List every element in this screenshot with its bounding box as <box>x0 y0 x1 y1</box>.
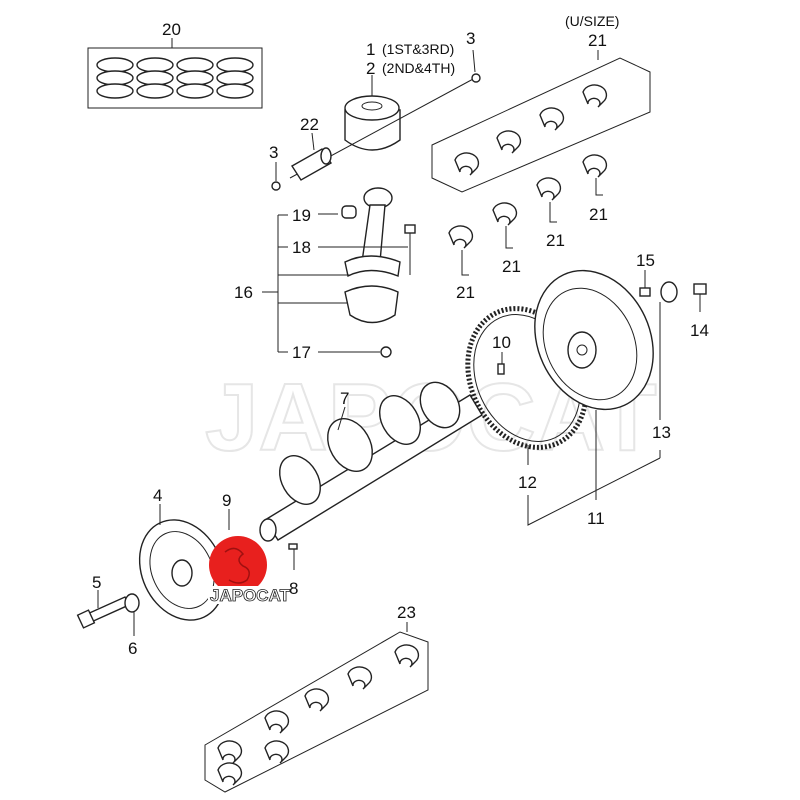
callout-3a: 3 <box>466 29 475 48</box>
callout-1: 1 <box>366 40 375 59</box>
pulley-bolt[interactable] <box>76 596 130 629</box>
main-bearing-set[interactable] <box>431 57 651 276</box>
flywheel-bolt[interactable] <box>693 283 707 312</box>
callout-16: 16 <box>234 283 253 302</box>
thrust-bearing-set[interactable] <box>204 631 429 793</box>
callout-23: 23 <box>397 603 416 622</box>
callout-21c: 21 <box>546 231 565 250</box>
callout-15: 15 <box>636 251 655 270</box>
callout-11: 11 <box>587 509 605 528</box>
callout-3b: 3 <box>269 143 278 162</box>
callout-4: 4 <box>153 486 162 505</box>
pilot-bearing[interactable] <box>660 281 678 303</box>
callout-usize: (U/SIZE) <box>565 13 619 29</box>
rod-nut[interactable] <box>380 346 392 358</box>
snap-ring[interactable] <box>471 73 481 83</box>
callout-21e: 21 <box>456 283 475 302</box>
callout-5: 5 <box>92 573 101 592</box>
callout-2: 2 <box>366 59 375 78</box>
callout-8: 8 <box>289 579 298 598</box>
dowel-pin[interactable] <box>639 287 651 297</box>
callout-22: 22 <box>300 115 319 134</box>
crankshaft-pulley[interactable] <box>124 506 240 634</box>
callout-7: 7 <box>340 389 349 408</box>
callout-12: 12 <box>518 473 537 492</box>
callout-1-note: (1ST&3RD) <box>382 41 454 57</box>
japocat-logo: JAPOCAT <box>208 536 291 605</box>
key[interactable] <box>288 543 298 550</box>
piston-rings-set[interactable] <box>87 47 263 109</box>
callout-17: 17 <box>292 343 311 362</box>
dowel-pin[interactable] <box>497 363 505 375</box>
callout-21b: 21 <box>589 205 608 224</box>
snap-ring[interactable] <box>271 181 281 191</box>
crankshaft[interactable] <box>259 375 483 542</box>
bushing[interactable] <box>341 205 357 219</box>
washer[interactable] <box>124 593 140 613</box>
callout-18: 18 <box>292 238 311 257</box>
callout-20: 20 <box>162 20 181 39</box>
connecting-rod[interactable] <box>344 187 416 324</box>
callout-19: 19 <box>292 206 311 225</box>
callout-21d: 21 <box>502 257 521 276</box>
callout-21a: 21 <box>588 31 607 50</box>
flywheel[interactable] <box>513 251 675 429</box>
callout-14: 14 <box>690 321 709 340</box>
callout-10: 10 <box>492 333 511 352</box>
callout-6: 6 <box>128 639 137 658</box>
logo-text: JAPOCAT <box>210 586 291 605</box>
callout-2-note: (2ND&4TH) <box>382 60 455 76</box>
callout-13: 13 <box>652 423 671 442</box>
piston-pin[interactable] <box>291 147 332 181</box>
callout-9: 9 <box>222 491 231 510</box>
